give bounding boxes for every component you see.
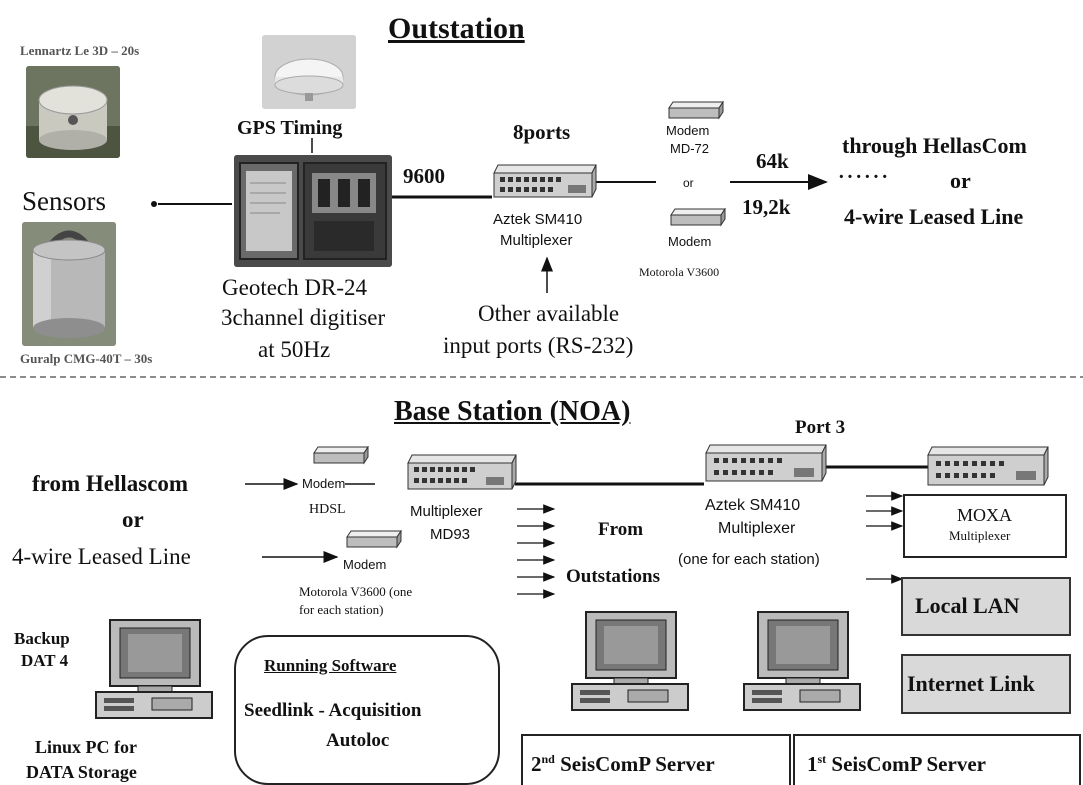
base-aztek-multiplexer-device	[704, 443, 828, 485]
linux-pc-icon	[92, 618, 224, 724]
other-ports-line-2: input ports (RS-232)	[443, 333, 634, 358]
motorola-line-1: Motorola V3600 (one	[299, 584, 413, 599]
running-software-title: Running Software	[264, 656, 397, 675]
other-ports-line-1: Other available	[478, 301, 620, 326]
moxa-sublabel: Multiplexer	[949, 528, 1011, 543]
gps-timing-label: GPS Timing	[237, 117, 343, 139]
linux-pc-line-1: Linux PC for	[35, 737, 138, 757]
aztek-mux-line-2: Multiplexer	[500, 232, 573, 249]
moxa-box: MOXA Multiplexer	[903, 494, 1067, 558]
link-line-1: through HellasCom	[842, 133, 1027, 158]
md93-line-1: Multiplexer	[410, 503, 483, 520]
link-line-3: 4-wire Leased Line	[844, 204, 1024, 229]
base-aztek-line-3: (one for each station)	[678, 551, 820, 568]
local-lan-box: Local LAN	[901, 577, 1071, 636]
seiscomp-server-2-label: 2nd SeisComP Server	[531, 752, 715, 776]
backup-line-1: Backup	[14, 629, 70, 648]
from-outstations-line-1: From	[598, 519, 644, 540]
base-aztek-line-1: Aztek SM410	[705, 497, 801, 514]
aztek-mux-line-1: Aztek SM410	[493, 211, 583, 228]
aztek-multiplexer-device	[492, 163, 598, 201]
md93-multiplexer-device	[406, 453, 518, 493]
seiscomp-server-2-pc-icon	[568, 610, 700, 716]
seiscomp-server-1-pc-icon	[740, 610, 872, 716]
digitiser-line-3: at 50Hz	[258, 337, 331, 362]
hdsl-label: HDSL	[309, 502, 346, 517]
base-modem-bottom-label: Modem	[343, 557, 387, 572]
modem-motorola-device	[669, 207, 727, 228]
from-line-1: from Hellascom	[32, 471, 189, 496]
digitiser-line-1: Geotech DR-24	[222, 275, 367, 300]
seiscomp-server-2-box: 2nd SeisComP Server	[521, 734, 791, 785]
port3-label: Port 3	[795, 417, 846, 438]
sensor-dot	[151, 201, 157, 207]
ports-label: 8ports	[513, 120, 571, 144]
continuation-dots: ······	[838, 166, 891, 188]
guralp-sensor-photo	[22, 222, 116, 346]
outstation-title: Outstation	[388, 12, 525, 45]
motorola-line-2: for each station)	[299, 602, 384, 617]
internet-link-label: Internet Link	[907, 671, 1035, 696]
from-outstations-line-2: Outstations	[566, 566, 660, 587]
moxa-label: MOXA	[957, 505, 1013, 525]
sensor1-caption: Lennartz Le 3D – 20s	[20, 43, 140, 58]
local-lan-label: Local LAN	[915, 593, 1020, 618]
modem-motorola-model: Motorola V3600	[639, 265, 720, 279]
sensors-label: Sensors	[22, 186, 107, 216]
modem-md72-line-1: Modem	[666, 123, 710, 138]
md93-line-2: MD93	[430, 526, 471, 543]
speed-64k-label: 64k	[756, 149, 789, 173]
base-modem-motorola-device	[345, 529, 403, 550]
base-aztek-line-2: Multiplexer	[718, 520, 796, 537]
software-line-2: Autoloc	[326, 730, 390, 751]
modem-or-label: or	[683, 176, 694, 190]
from-line-3: 4-wire Leased Line	[12, 544, 191, 569]
seiscomp-server-1-label: 1st SeisComP Server	[807, 752, 986, 776]
lennartz-sensor-photo	[26, 66, 120, 158]
modem-md72-line-2: MD-72	[670, 141, 710, 156]
speed-19k-label: 19,2k	[742, 195, 791, 219]
sensor2-caption: Guralp CMG-40T – 30s	[20, 351, 153, 366]
internet-link-box: Internet Link	[901, 654, 1071, 714]
base-modem-top-label: Modem	[302, 476, 346, 491]
linux-pc-line-2: DATA Storage	[26, 762, 137, 782]
backup-line-2: DAT 4	[21, 651, 69, 670]
base-modem-hdsl-device	[312, 445, 370, 466]
seiscomp-server-1-box: 1st SeisComP Server	[793, 734, 1081, 785]
gps-antenna-photo	[262, 35, 356, 109]
digitiser-photo	[234, 155, 392, 267]
digitiser-line-2: 3channel digitiser	[221, 305, 386, 330]
modem-motorola-label: Modem	[668, 234, 712, 249]
running-software-box: Running Software Seedlink - Acquisition …	[234, 635, 500, 785]
moxa-multiplexer-device	[926, 445, 1050, 489]
baud-rate-label: 9600	[403, 164, 445, 188]
software-line-1: Seedlink - Acquisition	[244, 700, 422, 721]
link-line-2: or	[950, 168, 971, 193]
from-line-2: or	[122, 507, 144, 532]
base-station-title: Base Station (NOA)	[394, 396, 631, 427]
modem-md72-device	[667, 100, 725, 121]
